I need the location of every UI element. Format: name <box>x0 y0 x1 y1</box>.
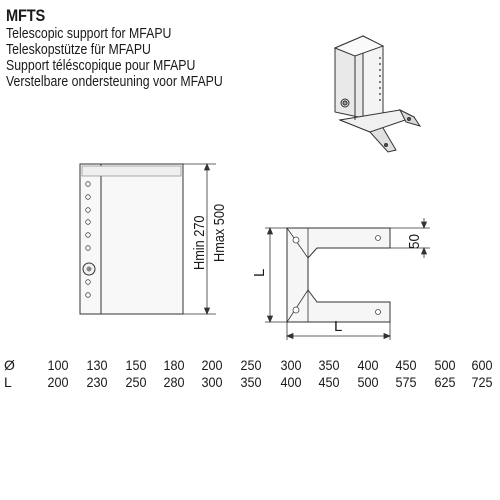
diameter-cell: 150 <box>125 357 147 373</box>
hmin-label: Hmin 270 <box>190 215 207 270</box>
product-header: MFTS Telescopic support for MFAPU Telesk… <box>6 7 270 90</box>
description-nl: Verstelbare ondersteuning voor MFAPU <box>6 73 223 90</box>
diameter-cell: 130 <box>86 357 108 373</box>
length-cell: 450 <box>318 374 340 390</box>
top-view <box>286 227 391 323</box>
depth-label: 50 <box>406 234 423 249</box>
isometric-illustration <box>333 35 422 153</box>
description-en: Telescopic support for MFAPU <box>6 25 172 42</box>
description-fr: Support téléscopique pour MFAPU <box>6 57 196 74</box>
l-vertical-label: L <box>251 269 268 277</box>
diameter-cell: 450 <box>395 357 417 373</box>
length-cell: 230 <box>86 374 108 390</box>
l-vertical-dimension <box>265 226 287 324</box>
length-label: L <box>4 374 12 390</box>
diameter-cell: 400 <box>357 357 379 373</box>
length-row: L 200 230 250 280 300 350 400 450 500 57… <box>0 374 500 391</box>
hmax-label: Hmax 500 <box>210 204 227 262</box>
l-horizontal-label: L <box>334 318 342 335</box>
diameter-row: Ø 100 130 150 180 200 250 300 350 400 45… <box>0 357 500 374</box>
diameter-cell: 350 <box>318 357 340 373</box>
product-code: MFTS <box>6 6 46 25</box>
length-cell: 500 <box>357 374 379 390</box>
length-cell: 200 <box>47 374 69 390</box>
diameter-cell: 300 <box>280 357 302 373</box>
diameter-cell: 180 <box>163 357 185 373</box>
length-cell: 300 <box>201 374 223 390</box>
diameter-cell: 600 <box>471 357 493 373</box>
l-horizontal-dimension <box>285 322 392 340</box>
depth-dimension <box>390 218 430 258</box>
height-dimension <box>183 162 216 316</box>
diameter-label: Ø <box>4 357 15 373</box>
diameter-cell: 100 <box>47 357 69 373</box>
length-cell: 725 <box>471 374 493 390</box>
diameter-cell: 250 <box>240 357 262 373</box>
diameter-cell: 500 <box>434 357 456 373</box>
description-de: Teleskopstütze für MFAPU <box>6 41 151 58</box>
length-cell: 280 <box>163 374 185 390</box>
size-table: Ø 100 130 150 180 200 250 300 350 400 45… <box>0 357 500 391</box>
length-cell: 250 <box>125 374 147 390</box>
length-cell: 625 <box>434 374 456 390</box>
diameter-cell: 200 <box>201 357 223 373</box>
length-cell: 400 <box>280 374 302 390</box>
length-cell: 575 <box>395 374 417 390</box>
side-view <box>79 163 184 315</box>
length-cell: 350 <box>240 374 262 390</box>
